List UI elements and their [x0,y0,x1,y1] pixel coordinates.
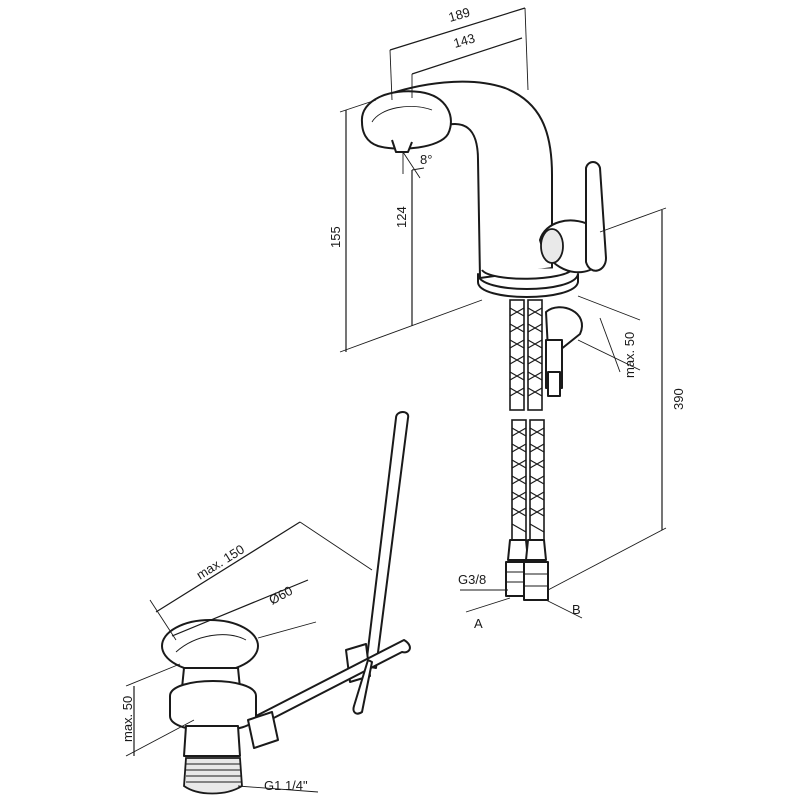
dim-189: 189 [447,4,472,24]
flex-hose-a [505,299,531,597]
lever-handle [585,161,607,272]
handle-cap [540,228,564,264]
dim-155: 155 [328,226,343,248]
pop-up-drain [161,411,411,795]
control-rod [365,411,410,669]
label-g3-8: G3/8 [458,572,486,587]
dim-390: 390 [671,388,686,410]
dim-max-150: max. 150 [194,541,247,582]
dim-max-50-faucet: max. 50 [622,332,637,378]
flex-hose-b [523,299,549,601]
dim-143: 143 [452,30,477,50]
drain-plug-cap [161,619,259,673]
linkage-rod [255,639,411,725]
faucet-dimension-lines [339,7,667,619]
drain-dimension-lines [125,521,373,793]
label-b: B [572,602,581,617]
label-g1-1-4: G1 1/4" [264,778,308,793]
dim-124: 124 [394,206,409,228]
faucet-body [360,80,607,298]
dim-max-50-drain: max. 50 [120,696,135,742]
mounting-clamp [545,306,583,397]
dim-8-degree: 8° [420,152,432,167]
label-a: A [474,616,483,631]
